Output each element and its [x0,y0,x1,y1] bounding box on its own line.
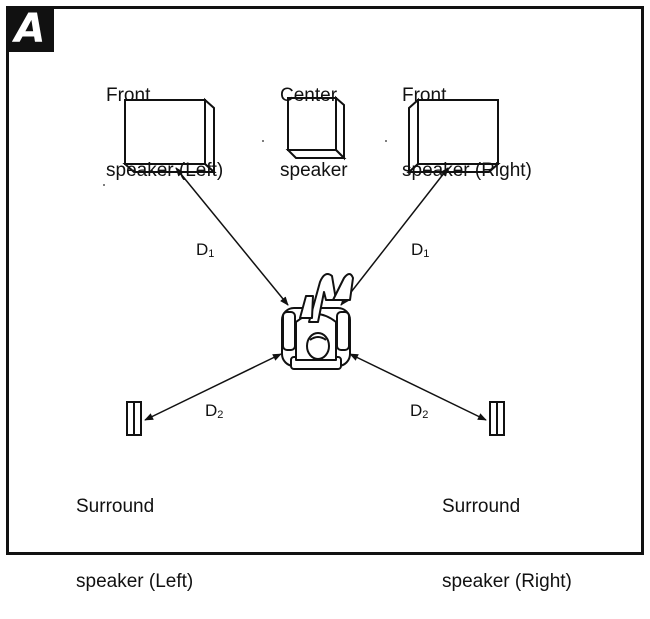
d2-left-subscript: 2 [217,409,224,421]
surround-right-speaker-icon [489,401,505,436]
d1-left-arrow [175,167,289,306]
front-right-label-line2: speaker (Right) [402,160,532,181]
diagram-frame [6,6,644,555]
d1-right-letter: D [411,240,424,259]
distance-arrows [144,167,487,421]
front-right-speaker-icon [406,97,501,175]
panel-badge-letter: A [14,6,46,52]
surround-right-label-line2: speaker (Right) [442,571,572,592]
listener-icon [281,273,354,370]
surround-left-label-line2: speaker (Left) [76,571,194,592]
surround-right-label-line1: Surround [442,496,521,517]
surround-left-speaker-icon [126,401,142,436]
center-label-line2: speaker [280,160,348,181]
center-label-line1: Center [280,85,338,106]
speaker-layout-diagram [103,95,505,436]
surround-left-label-line1: Surround [76,496,155,517]
front-left-label: Front speaker (Left) [106,33,223,208]
d2-left-label: D2 [205,401,223,425]
front-left-label-line2: speaker (Left) [106,160,224,181]
d1-right-label: D1 [411,240,429,264]
d2-right-letter: D [410,401,423,420]
center-label: Center speaker [280,33,348,208]
surround-left-label: Surround speaker (Left) [76,444,193,619]
d2-right-arrow [349,353,487,421]
d2-right-subscript: 2 [422,409,429,421]
front-left-label-line1: Front [106,85,151,106]
scan-specks [103,140,387,186]
d1-right-arrow [340,167,449,306]
front-right-label-line1: Front [402,85,447,106]
d1-left-letter: D [196,240,209,259]
d1-left-label: D1 [196,240,214,264]
d1-right-subscript: 1 [423,248,430,260]
center-speaker-icon [285,95,347,161]
d2-left-letter: D [205,401,218,420]
surround-right-label: Surround speaker (Right) [442,444,572,619]
front-right-label: Front speaker (Right) [402,33,532,208]
d1-left-subscript: 1 [208,248,215,260]
panel-badge: A [6,6,54,52]
d2-left-arrow [144,353,282,421]
d2-right-label: D2 [410,401,428,425]
